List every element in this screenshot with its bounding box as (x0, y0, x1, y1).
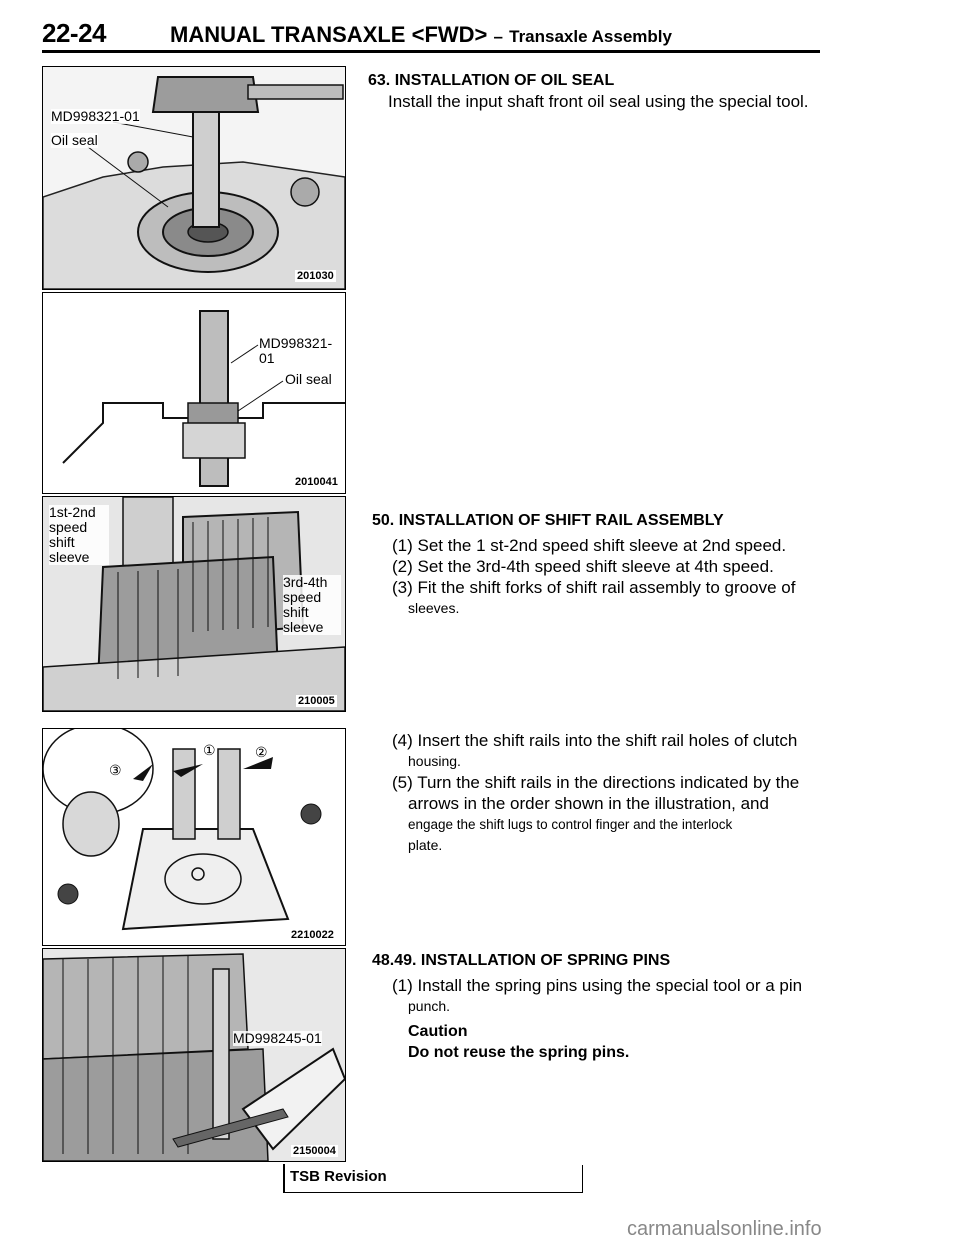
shift-rail-step-5-cont-1: arrows in the order shown in the illustr… (408, 794, 769, 813)
figure-1-tool-label: MD998321-01 (51, 108, 140, 124)
header-rule (42, 50, 820, 53)
section-oil-seal-heading: 63. INSTALLATION OF OIL SEAL (368, 72, 615, 89)
section-spring-pins: 48.49. INSTALLATION OF SPRING PINS (1) I… (372, 950, 837, 1063)
figure-3-sleeve-3-4-label: 3rd-4th speed shift sleeve (283, 575, 341, 635)
tsb-revision-label: TSB Revision (290, 1168, 387, 1185)
figure-4-code: 2210022 (289, 929, 336, 941)
figure-2-code: 2010041 (293, 476, 340, 488)
title-section: Transaxle Assembly (509, 27, 672, 46)
figure-spring-pins: MD998245-01 2150004 (42, 948, 346, 1162)
page-number: 22-24 (42, 18, 107, 48)
shift-rail-step-3-cont: sleeves. (408, 600, 460, 616)
shift-rail-step-1: (1) Set the 1 st-2nd speed shift sleeve … (392, 536, 787, 555)
shift-rail-step-5: (5) Turn the shift rails in the directio… (392, 773, 800, 792)
shift-rail-step-2: (2) Set the 3rd-4th speed shift sleeve a… (392, 557, 774, 576)
figure-5-tool-label: MD998245-01 (233, 1030, 322, 1046)
figure-2-tool-label: MD998321-01 (259, 336, 345, 366)
section-shift-rail-heading: 50. INSTALLATION OF SHIFT RAIL ASSEMBLY (372, 512, 724, 529)
shift-rail-step-3: (3) Fit the shift forks of shift rail as… (392, 578, 796, 597)
section-oil-seal: 63. INSTALLATION OF OIL SEAL Install the… (368, 70, 833, 112)
figure-1-seal-label: Oil seal (51, 132, 98, 148)
caution-label: Caution (408, 1023, 468, 1040)
figure-4-step-2: ② (255, 744, 268, 760)
page-title: MANUAL TRANSAXLE <FWD> – Transaxle Assem… (170, 22, 672, 48)
figure-4-step-3: ③ (109, 762, 122, 778)
figure-oil-seal-section: MD998321-01 Oil seal 2010041 (42, 292, 346, 494)
figure-4-step-1: ① (203, 742, 216, 758)
section-shift-rail-cont: (4) Insert the shift rails into the shif… (372, 730, 837, 856)
spring-pins-step-1: (1) Install the spring pins using the sp… (392, 976, 803, 995)
tsb-revision-box-edge (283, 1164, 285, 1192)
watermark: carmanualsonline.info (627, 1218, 822, 1240)
shift-rail-step-4-cont: housing. (408, 753, 461, 769)
figure-oil-seal-hammer: MD998321-01 Oil seal 201030 (42, 66, 346, 290)
shift-rail-step-5-cont-2: engage the shift lugs to control finger … (408, 817, 733, 832)
spring-pins-step-1-cont: punch. (408, 998, 451, 1014)
section-spring-pins-heading: 48.49. INSTALLATION OF SPRING PINS (372, 952, 671, 969)
section-oil-seal-line: Install the input shaft front oil seal u… (388, 92, 809, 111)
caution-text: Do not reuse the spring pins. (408, 1044, 630, 1061)
figure-shift-rails: ① ② ③ 2210022 (42, 728, 346, 946)
title-dash: – (493, 27, 503, 46)
section-shift-rail: 50. INSTALLATION OF SHIFT RAIL ASSEMBLY … (372, 510, 837, 619)
title-tag: <FWD> (411, 22, 488, 47)
shift-rail-step-5-cont-3: plate. (408, 837, 443, 853)
figure-2-seal-label: Oil seal (285, 371, 332, 387)
figure-1-code: 201030 (295, 270, 336, 282)
shift-rail-step-4: (4) Insert the shift rails into the shif… (392, 731, 798, 750)
figure-3-sleeve-1-2-label: 1st-2nd speed shift sleeve (49, 505, 109, 565)
title-main: MANUAL TRANSAXLE (170, 22, 406, 47)
figure-3-code: 210005 (296, 695, 337, 707)
figure-shift-sleeves: 1st-2nd speed shift sleeve 3rd-4th speed… (42, 496, 346, 712)
figure-5-code: 2150004 (291, 1145, 338, 1157)
